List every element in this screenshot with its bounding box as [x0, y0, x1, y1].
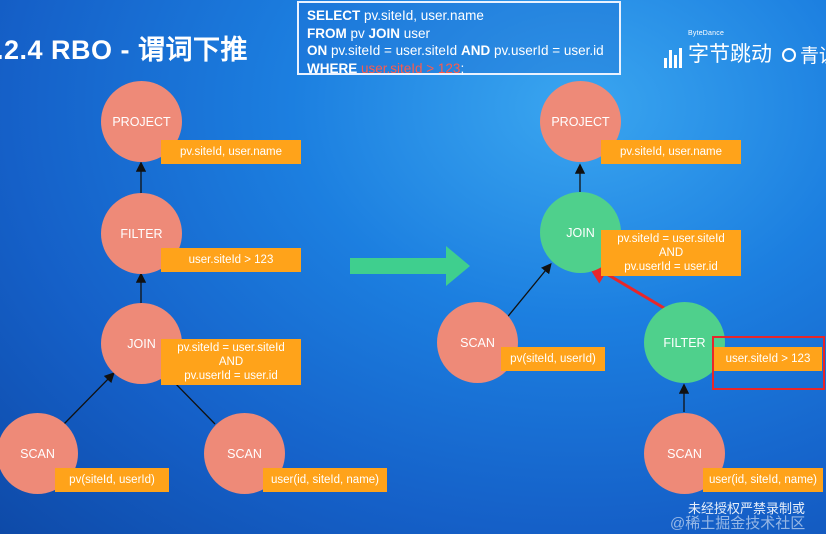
sql-query-box: SELECT pv.siteId, user.name FROM pv JOIN…	[297, 1, 621, 78]
bytedance-bars-icon	[664, 48, 682, 68]
sql-keyword-where: WHERE	[307, 60, 358, 76]
left-project-tag: pv.siteId, user.name	[161, 140, 301, 164]
community-watermark: @稀土掘金技术社区	[670, 515, 806, 532]
right-join-cond-2: pv.userId = user.id	[624, 261, 718, 273]
left-scan-pv-tag: pv(siteId, userId)	[55, 468, 169, 492]
qingxun-text: 青训	[800, 46, 826, 67]
sql-where-predicate: user.siteId > 123	[357, 60, 461, 76]
left-join-tag: pv.siteId = user.siteId AND pv.userId = …	[161, 339, 301, 385]
slide-title: .2.4 RBO - 谓词下推	[0, 35, 249, 65]
copyright-notice: 未经授权严禁录制或	[688, 501, 806, 516]
qingxun-logo: 青训	[782, 41, 826, 68]
sql-on-condition-1: pv.siteId = user.siteId	[327, 43, 461, 58]
sql-keyword-join: JOIN	[368, 25, 401, 41]
transform-arrow	[350, 246, 470, 286]
sql-keyword-from: FROM	[307, 25, 347, 41]
sql-semicolon: ;	[460, 60, 465, 76]
right-join-tag: pv.siteId = user.siteId AND pv.userId = …	[601, 230, 741, 276]
highlight-box	[712, 336, 825, 390]
bytedance-logo: ByteDance 字节跳动	[664, 30, 772, 68]
sql-join-table: user	[400, 25, 431, 41]
bytedance-en-text: ByteDance	[688, 30, 725, 37]
left-join-cond-1: pv.siteId = user.siteId	[177, 342, 285, 354]
right-filter-node: FILTER	[644, 302, 725, 383]
bytedance-cn-text: 字节跳动	[688, 43, 772, 66]
left-join-and: AND	[218, 356, 244, 368]
right-project-tag: pv.siteId, user.name	[601, 140, 741, 164]
sql-from-table: pv	[346, 25, 369, 41]
left-join-cond-2: pv.userId = user.id	[184, 370, 278, 382]
left-filter-tag: user.siteId > 123	[161, 248, 301, 272]
sql-keyword-select: SELECT	[307, 8, 361, 23]
sql-line-from: FROM pv JOIN user	[307, 25, 611, 43]
edge-scan-user-to-join	[171, 379, 216, 425]
right-join-cond-1: pv.siteId = user.siteId	[617, 233, 725, 245]
sql-line-on: ON pv.siteId = user.siteId AND pv.userId…	[307, 42, 611, 60]
sql-keyword-on: ON	[307, 43, 328, 58]
right-scan-pv-tag: pv(siteId, userId)	[501, 347, 605, 371]
sql-line-select: SELECT pv.siteId, user.name	[307, 7, 611, 25]
sql-on-condition-2: pv.userId = user.id	[490, 43, 604, 58]
right-join-and: AND	[658, 247, 684, 259]
sql-keyword-and: AND	[460, 43, 491, 58]
qingxun-ring-icon	[782, 47, 796, 62]
left-scan-user-tag: user(id, siteId, name)	[263, 468, 387, 492]
sql-line-where: WHERE user.siteId > 123;	[307, 60, 611, 78]
edge-scan-to-join-right	[504, 262, 552, 321]
edge-scan-to-join	[63, 372, 115, 425]
sql-select-columns: pv.siteId, user.name	[360, 8, 484, 23]
right-filter-tag: user.siteId > 123	[714, 347, 822, 371]
right-scan-user-tag: user(id, siteId, name)	[703, 468, 823, 492]
